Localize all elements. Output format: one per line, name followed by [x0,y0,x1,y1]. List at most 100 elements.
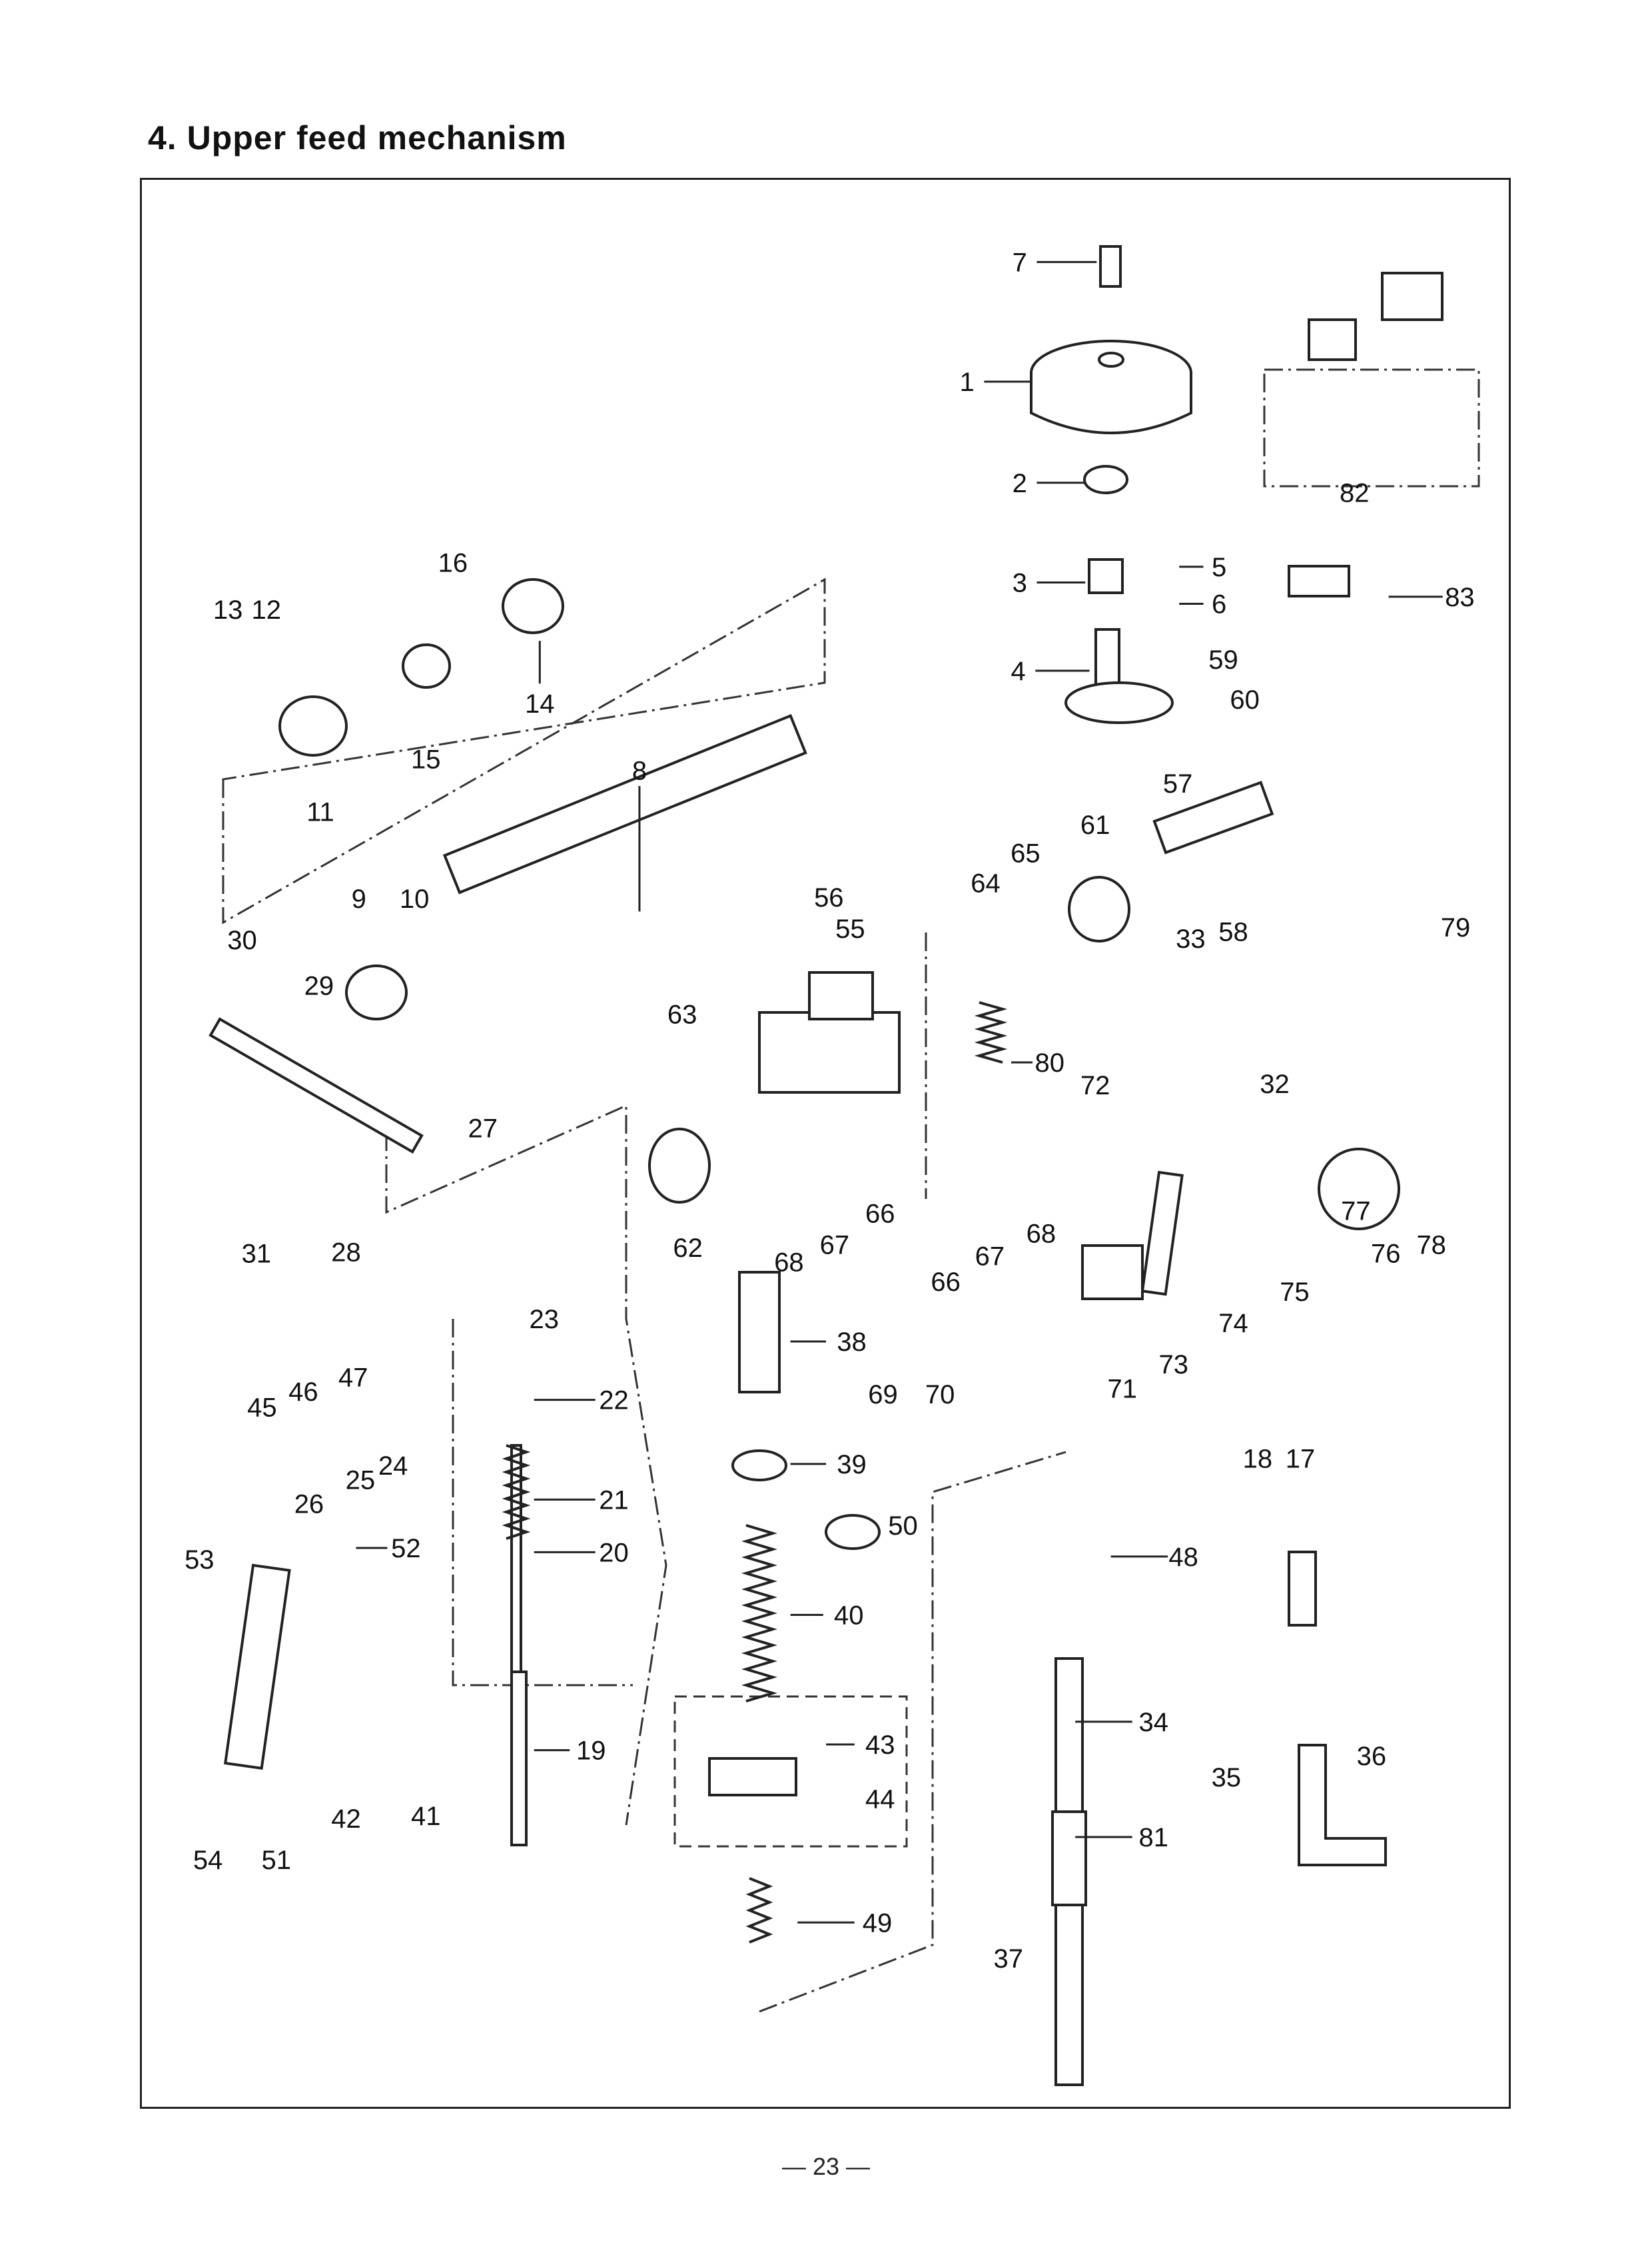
eccentric-76 [1318,1148,1400,1230]
collar-15 [402,643,451,689]
part-number-label: 65 [1011,839,1040,869]
part-number-label: 18 [1243,1444,1273,1473]
part-number-label: 75 [1280,1278,1310,1307]
part-number-label: 68 [1027,1220,1056,1249]
assembly-lines [222,368,1480,2013]
part-number-label: 11 [306,798,334,827]
foot-17 [1288,1551,1317,1627]
part-number-label: 31 [242,1239,272,1268]
part-number-label: 28 [331,1238,361,1267]
part-number-label: 38 [837,1327,867,1357]
part-number-label: 17 [1286,1444,1316,1473]
screw-38 [738,1271,781,1393]
part-number-label: 77 [1341,1196,1371,1226]
part-number-label: 37 [993,1944,1023,1974]
part-number-label: 9 [352,885,366,914]
part-number-label: 27 [468,1114,498,1143]
part-number-label: 67 [975,1242,1005,1272]
part-number-label: 10 [400,885,430,914]
leader-lines [356,260,1443,1924]
part-number-label: 21 [599,1485,629,1515]
part-number-label: 59 [1208,645,1238,675]
part-number-label: 7 [1013,248,1027,277]
part-number-label: 53 [185,1545,214,1575]
part-number-label: 60 [1230,685,1260,715]
part-number-label: 54 [193,1846,223,1875]
part-number-label: 39 [837,1450,867,1479]
foot-35-36 [1298,1744,1387,1866]
part-number-label: 44 [865,1784,895,1814]
connector [1308,318,1357,361]
part-number-label: 34 [1139,1708,1169,1737]
part-number-label: 16 [438,549,468,578]
part-number-label: 32 [1260,1070,1290,1099]
part-number-label: 64 [971,869,1001,899]
part-number-label: 78 [1416,1231,1446,1260]
part-number-label: 20 [599,1538,629,1567]
part-number-label: 57 [1163,769,1193,799]
part-number-label: 1 [960,368,975,397]
part-number-label: 45 [247,1393,277,1422]
part-number-label: 4 [1011,657,1026,686]
part-number-label: 13 [213,595,243,625]
subassembly-box [673,1695,908,1848]
part-number-label: 82 [1340,479,1370,508]
part-number-label: 41 [411,1802,441,1831]
shaft-8 [442,713,807,895]
parts [208,245,1444,2086]
part-number-label: 50 [888,1511,918,1541]
bushing-62 [648,1128,711,1204]
part-number-label: 74 [1218,1309,1248,1338]
part-number-label: 26 [294,1490,324,1519]
stud-50 [825,1514,881,1550]
part-number-label: 33 [1176,925,1206,954]
part-number-label: 69 [868,1380,898,1409]
part-number-label: 81 [1139,1823,1169,1852]
part-number-label: 46 [288,1377,318,1407]
part-number-label: 25 [346,1465,376,1495]
part-number-label: 43 [865,1730,895,1760]
part-number-label: 5 [1212,553,1226,582]
part-number-label: 80 [1034,1048,1064,1078]
page-number: — 23 — [781,2153,871,2180]
block-55 [758,1011,901,1094]
bushing-2 [1083,465,1128,494]
part-number-label: 29 [304,971,334,1000]
part-number-label: 49 [863,1908,893,1938]
bushing-14 [502,578,564,634]
bar-29 [208,1017,424,1154]
part-number-label: 2 [1013,469,1027,498]
part-number-label: 72 [1080,1071,1110,1100]
part-number-label: 12 [252,595,282,625]
holder-43 [708,1757,797,1796]
part-number-label: 15 [411,745,441,775]
part-number-label: 71 [1107,1375,1137,1404]
spring-49 [745,1877,773,1944]
screw-7 [1099,245,1122,288]
spring-80 [974,1001,1008,1064]
part-number-label: 35 [1212,1763,1242,1792]
springs [502,1001,1008,1944]
part-number-label: 19 [576,1736,606,1766]
part-number-label: 83 [1445,583,1475,612]
part-number-label: 58 [1218,917,1248,946]
spring-21 [502,1444,531,1540]
part-number-label: 66 [865,1200,895,1229]
collar-3 [1088,558,1124,594]
part-number-label: 62 [673,1234,703,1263]
part-number-label: 66 [931,1268,961,1297]
part-number-label: 22 [599,1386,629,1415]
crank-71 [1081,1244,1144,1300]
part-number-label: 51 [262,1846,292,1875]
collar-11 [278,695,348,757]
crank-9 [345,964,408,1020]
crank-57 [1152,781,1274,855]
part-number-label: 8 [632,757,647,786]
part-number-label: 6 [1212,590,1226,619]
part-number-label: 48 [1168,1543,1198,1572]
part-number-label: 52 [391,1534,421,1563]
part-number-label: 24 [378,1451,408,1481]
part-number-label: 30 [227,926,257,955]
part-number-label: 14 [525,689,555,719]
